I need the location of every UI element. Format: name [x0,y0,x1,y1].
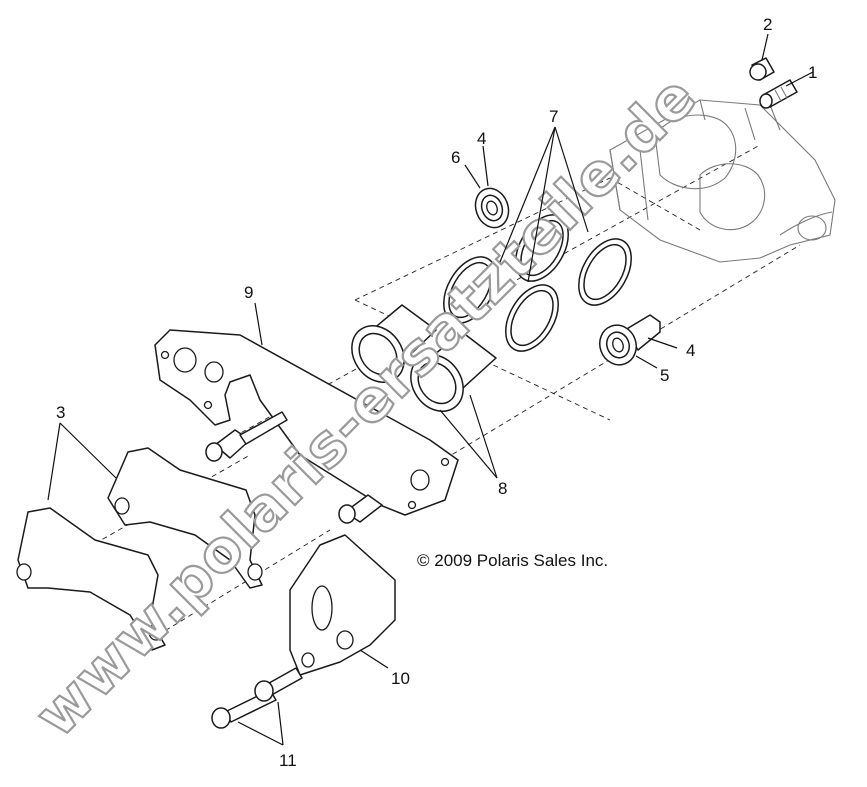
callout-11: 11 [279,751,297,770]
callout-10: 10 [391,669,410,688]
callout-7: 7 [549,107,558,126]
caliper-bracket [154,329,459,524]
bleeder-cap [749,57,775,81]
callout-1: 1 [808,63,817,82]
callout-9: 9 [244,283,253,302]
callout-3: 3 [56,403,65,422]
callout-4-right: 4 [686,341,695,360]
callout-2: 2 [763,15,772,34]
callout-6: 6 [451,148,460,167]
mounting-bolts [211,667,303,729]
slide-pin-right [599,314,661,366]
mounting-plate [289,534,396,676]
callout-8: 8 [498,479,507,498]
callout-5: 5 [660,366,669,385]
pistons [351,304,497,412]
brake-pad-front [16,507,166,651]
piston-seals [443,214,632,352]
callout-labels: 1 2 3 4 4 5 6 7 8 9 10 11 [56,15,817,770]
pin-boot-upper [474,187,510,229]
brake-pad-rear [107,447,263,589]
caliper-body [609,99,836,263]
leader-lines [47,33,814,746]
callout-4-upper: 4 [477,129,486,148]
bleeder-screw [759,79,798,109]
copyright-notice: © 2009 Polaris Sales Inc. [417,551,608,570]
